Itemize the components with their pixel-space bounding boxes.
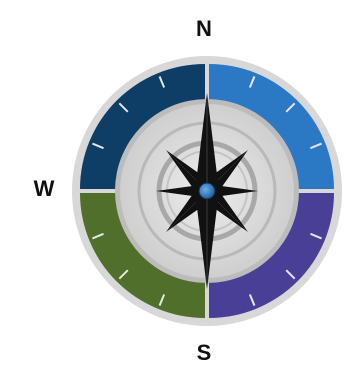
label-north: N bbox=[196, 18, 212, 40]
label-west: W bbox=[34, 178, 55, 200]
label-south: S bbox=[197, 342, 212, 364]
center-dot bbox=[199, 183, 215, 199]
